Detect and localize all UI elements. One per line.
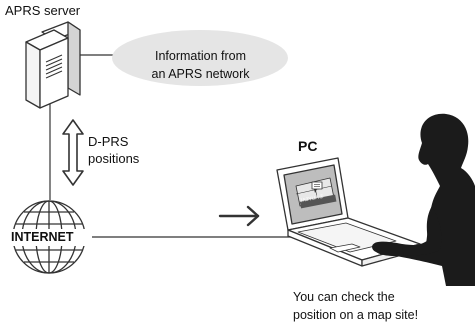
internet-label: INTERNET [11, 230, 74, 244]
server-icon [25, 21, 81, 109]
internet-label-backdrop [10, 229, 90, 246]
pc-label: PC [298, 138, 318, 154]
laptop-icon [276, 157, 421, 267]
person-silhouette-icon [372, 113, 475, 286]
dprs-label: D-PRS positions [88, 133, 139, 167]
caption: You can check the position on a map site… [293, 288, 418, 324]
double-arrow-icon [62, 119, 84, 186]
bubble-line-2: an APRS network [151, 67, 250, 81]
bubble-text: Information from an APRS network [113, 47, 288, 83]
dprs-line-1: D-PRS [88, 134, 129, 149]
person-arm [402, 206, 442, 256]
dprs-line-2: positions [88, 151, 140, 166]
server-label: APRS server [5, 3, 81, 18]
info-bubble [112, 30, 288, 86]
right-arrow-icon [218, 205, 260, 227]
caption-line-2: position on a map site! [293, 308, 419, 322]
bubble-line-1: Information from [154, 49, 246, 63]
caption-line-1: You can check the [293, 290, 395, 304]
